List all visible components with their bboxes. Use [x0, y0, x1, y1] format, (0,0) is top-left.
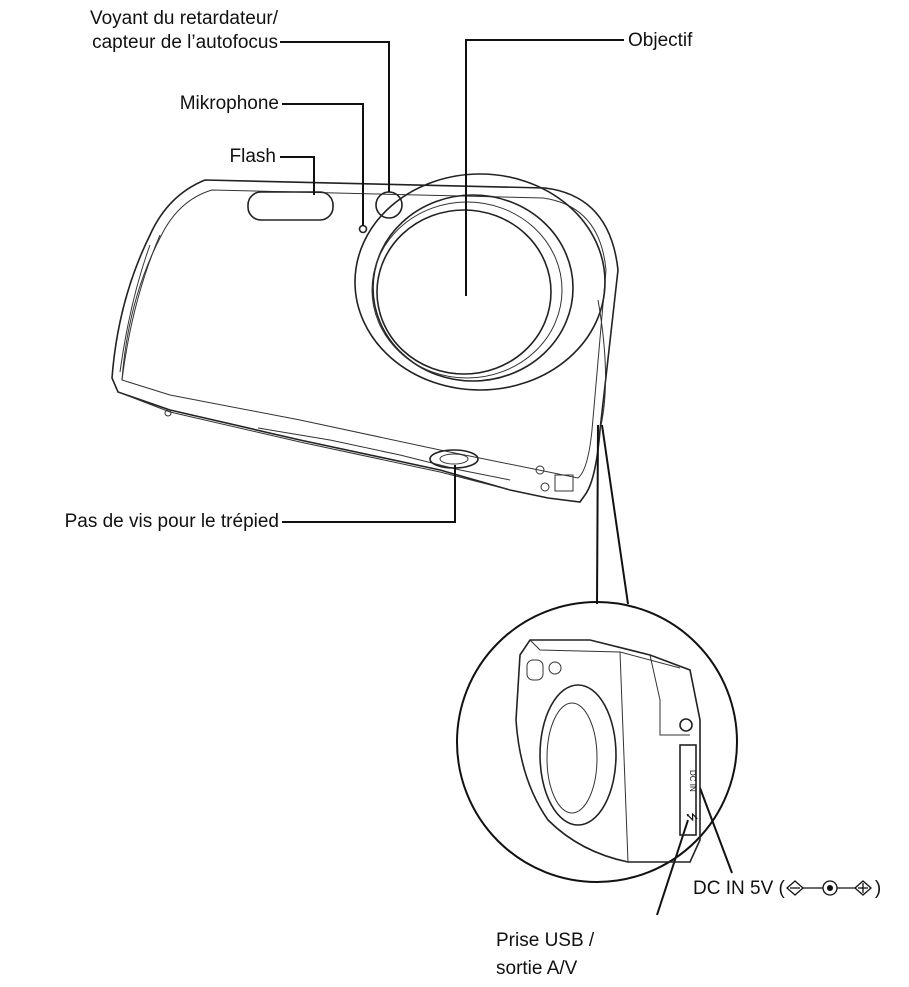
flash-window	[247, 191, 334, 221]
lens	[354, 173, 606, 391]
label-self-timer-af-line1: Voyant du retardateur/	[89, 8, 278, 29]
port-cover	[679, 744, 697, 836]
label-usb-line2: sortie A/V	[496, 958, 578, 979]
label-dc-in-text: DC IN 5V (	[693, 878, 785, 899]
callout-lines	[280, 39, 733, 916]
label-microphone: Mikrophone	[179, 93, 279, 114]
label-flash: Flash	[229, 146, 276, 167]
microphone-hole	[358, 224, 368, 234]
label-usb-line1: Prise USB /	[496, 930, 595, 951]
dc-in-marking: DC IN	[688, 770, 697, 792]
camera-front-view	[111, 173, 619, 503]
label-lens: Objectif	[628, 30, 693, 51]
label-dc-in-close: )	[874, 878, 882, 899]
label-dc-in: DC IN 5V ( )	[693, 877, 881, 901]
label-tripod-socket: Pas de vis pour le trépied	[64, 511, 279, 532]
label-self-timer-af-line2: capteur de l’autofocus	[92, 32, 278, 53]
polarity-symbol-icon	[785, 880, 872, 896]
port-detail-inset: DC IN ⭍	[456, 601, 738, 883]
usb-marking-icon: ⭍	[685, 812, 699, 822]
self-timer-led	[375, 191, 403, 219]
